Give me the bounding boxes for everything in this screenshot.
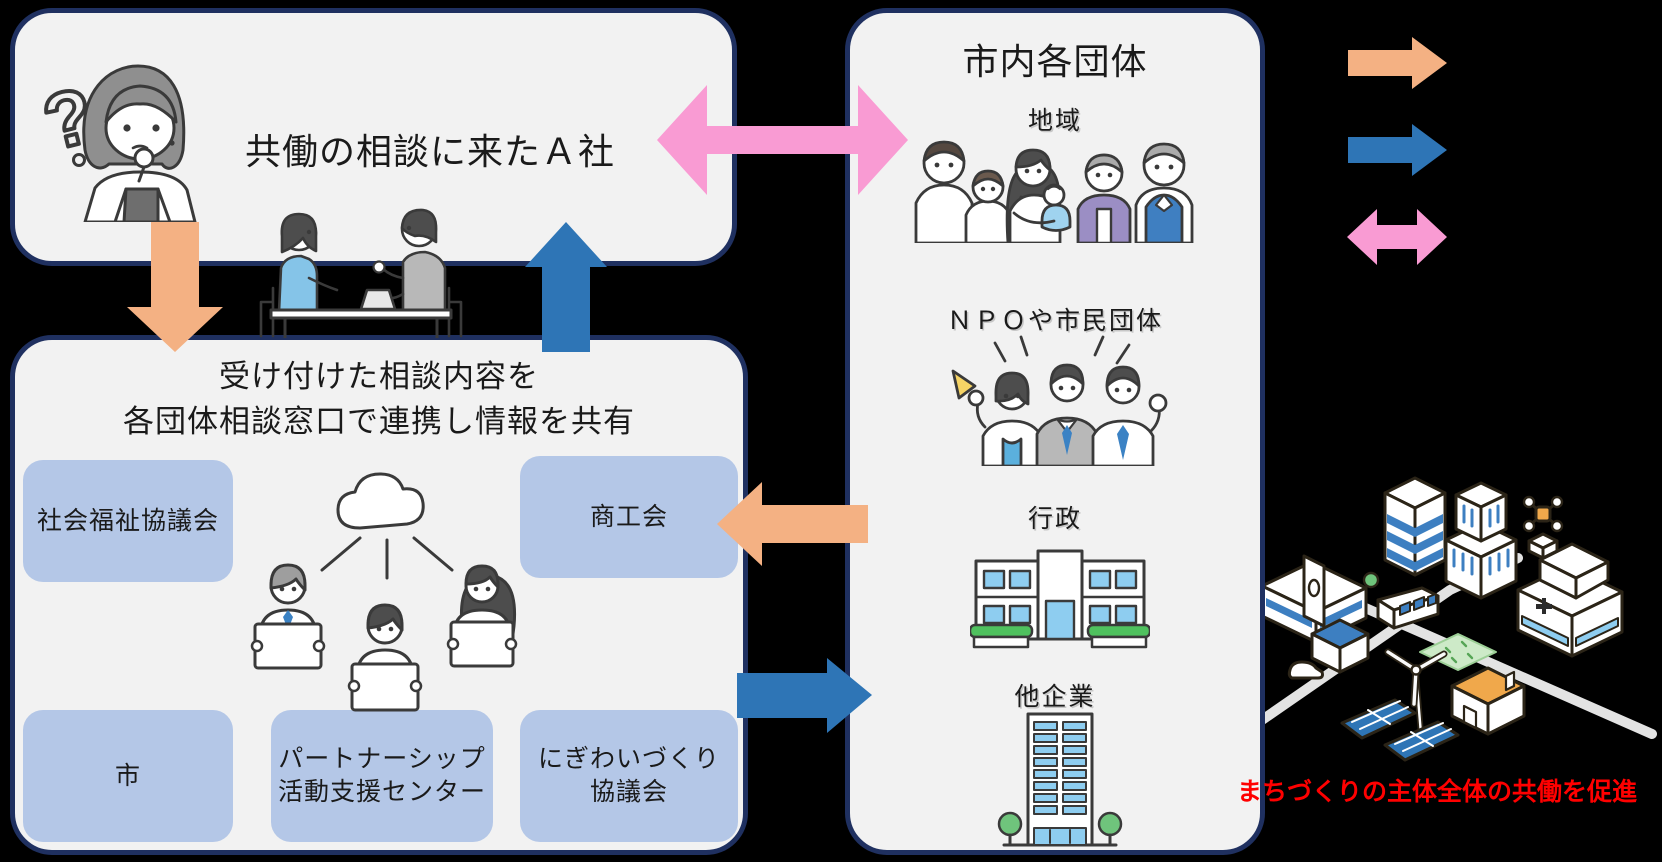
consult-box-title: 共働の相談に来たＡ社 <box>244 131 615 172</box>
thinking-woman-icon: ? <box>33 64 197 222</box>
left-right-arrow-icon <box>657 85 908 195</box>
down-arrow-icon <box>127 222 223 352</box>
promotion-caption: まちづくりの主体全体の共働を促進 <box>1236 778 1637 806</box>
section-label-takigyo: 他企業 <box>1014 683 1096 711</box>
up-arrow-icon <box>525 222 607 352</box>
community-family-icon <box>914 140 1194 243</box>
section-label-npo: ＮＰＯや市民団体 <box>946 307 1163 335</box>
cloud-network-icon <box>250 472 518 712</box>
legend-pink-double-arrow-icon <box>1347 209 1447 265</box>
share-title-line1: 受け付けた相談内容を <box>219 359 539 394</box>
org-shokokai: 商工会 <box>520 456 738 578</box>
right-arrow-icon <box>737 658 872 733</box>
org-shi: 市 <box>23 710 233 842</box>
section-label-gyosei: 行政 <box>1027 505 1082 533</box>
left-arrow-icon <box>717 482 868 566</box>
org-nigiwai: にぎわいづくり 協議会 <box>520 710 738 842</box>
groups-box-title: 市内各団体 <box>962 41 1148 82</box>
npo-group-icon <box>951 335 1168 466</box>
section-label-chiiki: 地域 <box>1027 107 1082 135</box>
share-box-title: 受け付けた相談内容を 各団体相談窓口で連携し情報を共有 <box>15 354 743 444</box>
consultation-meeting-icon <box>259 208 463 338</box>
office-tower-icon <box>997 712 1123 847</box>
share-title-line2: 各団体相談窓口で連携し情報を共有 <box>123 404 635 439</box>
government-building-icon <box>970 549 1150 649</box>
consult-box: 共働の相談に来たＡ社 ? <box>10 8 737 266</box>
legend-blue-arrow-icon <box>1348 124 1447 176</box>
org-partnership: パートナーシップ 活動支援センター <box>271 710 493 842</box>
legend-orange-arrow-icon <box>1348 37 1447 89</box>
smart-city-icon <box>1231 476 1657 762</box>
groups-box: 市内各団体 地域 <box>845 8 1265 855</box>
share-box: 受け付けた相談内容を 各団体相談窓口で連携し情報を共有 社会福祉協議会 商工会 … <box>10 335 748 855</box>
org-shakyo: 社会福祉協議会 <box>23 460 233 582</box>
